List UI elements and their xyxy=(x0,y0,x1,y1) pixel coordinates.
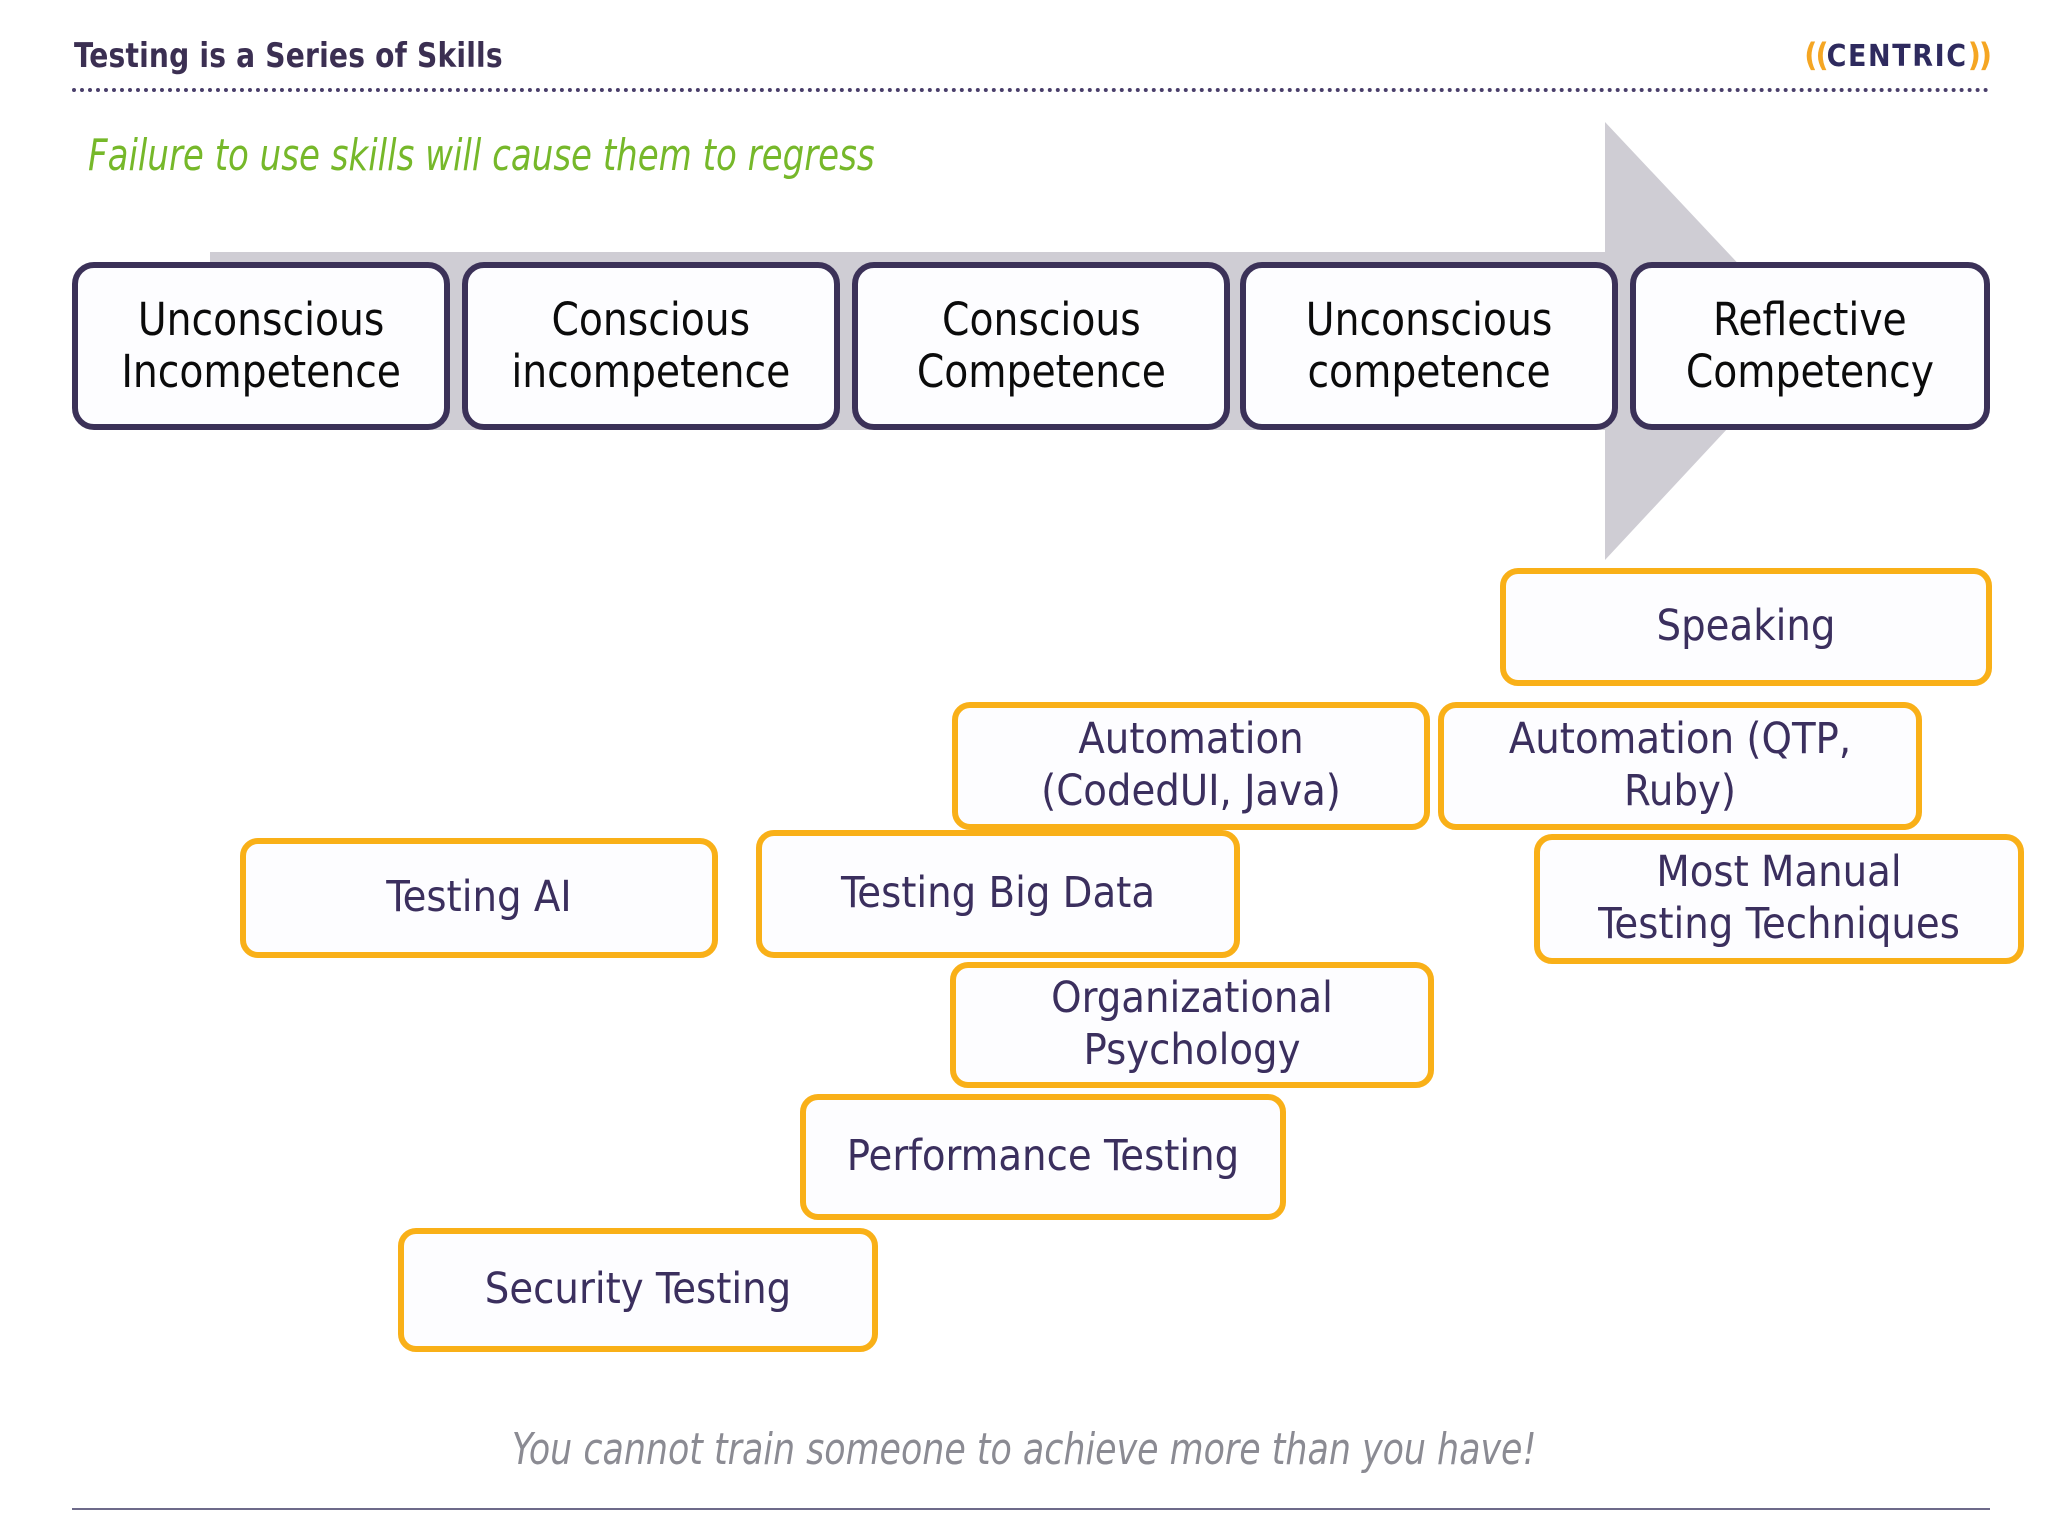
header-divider xyxy=(72,88,1990,92)
stage-label-line1: Conscious xyxy=(551,292,751,346)
skill-box-speaking[interactable]: Speaking xyxy=(1500,568,1992,686)
footer-caption-text: You cannot train someone to achieve more… xyxy=(511,1424,1537,1475)
skill-label-line1: Organizational xyxy=(1051,973,1333,1024)
skill-label-line1: Speaking xyxy=(1656,601,1836,652)
logo-right-paren-icon: )) xyxy=(1967,36,1992,74)
skill-label-line1: Testing Big Data xyxy=(840,868,1156,919)
stage-box-conscious-incompetence[interactable]: Conscious incompetence xyxy=(462,262,840,430)
slide-header: Testing is a Series of Skills ((CENTRIC)… xyxy=(0,0,2048,110)
skill-label-line1: Performance Testing xyxy=(846,1131,1240,1182)
logo-left-paren-icon: (( xyxy=(1804,36,1828,74)
skill-box-testing-ai[interactable]: Testing AI xyxy=(240,838,718,958)
skill-label-line1: Testing AI xyxy=(386,872,572,923)
subtitle-text: Failure to use skills will cause them to… xyxy=(88,130,875,181)
skill-label-line1: Most Manual xyxy=(1656,847,1902,898)
skill-label-line2: Testing Techniques xyxy=(1598,899,1960,949)
skill-box-performance-testing[interactable]: Performance Testing xyxy=(800,1094,1286,1220)
stage-box-unconscious-incompetence[interactable]: Unconscious Incompetence xyxy=(72,262,450,430)
stage-label-line1: Reflective xyxy=(1713,292,1907,346)
skill-label-line1: Automation xyxy=(1078,714,1304,765)
skill-box-automation-qtp-ruby[interactable]: Automation (QTP, Ruby) xyxy=(1438,702,1922,830)
stage-label-line2: Competence xyxy=(916,345,1166,398)
page-title: Testing is a Series of Skills xyxy=(74,36,503,76)
footer-caption: You cannot train someone to achieve more… xyxy=(0,1424,2048,1475)
skill-label-line1: Automation (QTP, xyxy=(1508,714,1852,765)
centric-logo: ((CENTRIC)) xyxy=(1804,36,1992,74)
stage-label-line2: Competency xyxy=(1685,345,1935,398)
stage-label-line1: Unconscious xyxy=(1305,292,1553,346)
skill-box-organizational-psychology[interactable]: Organizational Psychology xyxy=(950,962,1434,1088)
stage-label-line2: competence xyxy=(1307,345,1551,398)
stage-label-line2: Incompetence xyxy=(121,345,401,398)
stage-label-line1: Unconscious xyxy=(137,292,385,346)
footer-divider xyxy=(72,1508,1990,1510)
stage-box-reflective-competency[interactable]: Reflective Competency xyxy=(1630,262,1990,430)
skill-box-most-manual-testing-techniques[interactable]: Most Manual Testing Techniques xyxy=(1534,834,2024,964)
logo-wordmark: CENTRIC xyxy=(1826,39,1968,74)
skill-label-line2: Psychology xyxy=(1083,1025,1301,1075)
stage-box-unconscious-competence[interactable]: Unconscious competence xyxy=(1240,262,1618,430)
skill-box-testing-big-data[interactable]: Testing Big Data xyxy=(756,830,1240,958)
stage-label-line1: Conscious xyxy=(941,292,1141,346)
skill-box-security-testing[interactable]: Security Testing xyxy=(398,1228,878,1352)
skill-label-line2: Ruby) xyxy=(1623,766,1736,816)
skill-label-line2: (CodedUI, Java) xyxy=(1041,766,1341,816)
maturity-stage-row: Unconscious Incompetence Conscious incom… xyxy=(72,262,1990,432)
stage-label-line2: incompetence xyxy=(511,345,791,398)
skill-label-line1: Security Testing xyxy=(484,1264,792,1315)
skill-box-automation-codedui[interactable]: Automation (CodedUI, Java) xyxy=(952,702,1430,830)
stage-box-conscious-competence[interactable]: Conscious Competence xyxy=(852,262,1230,430)
